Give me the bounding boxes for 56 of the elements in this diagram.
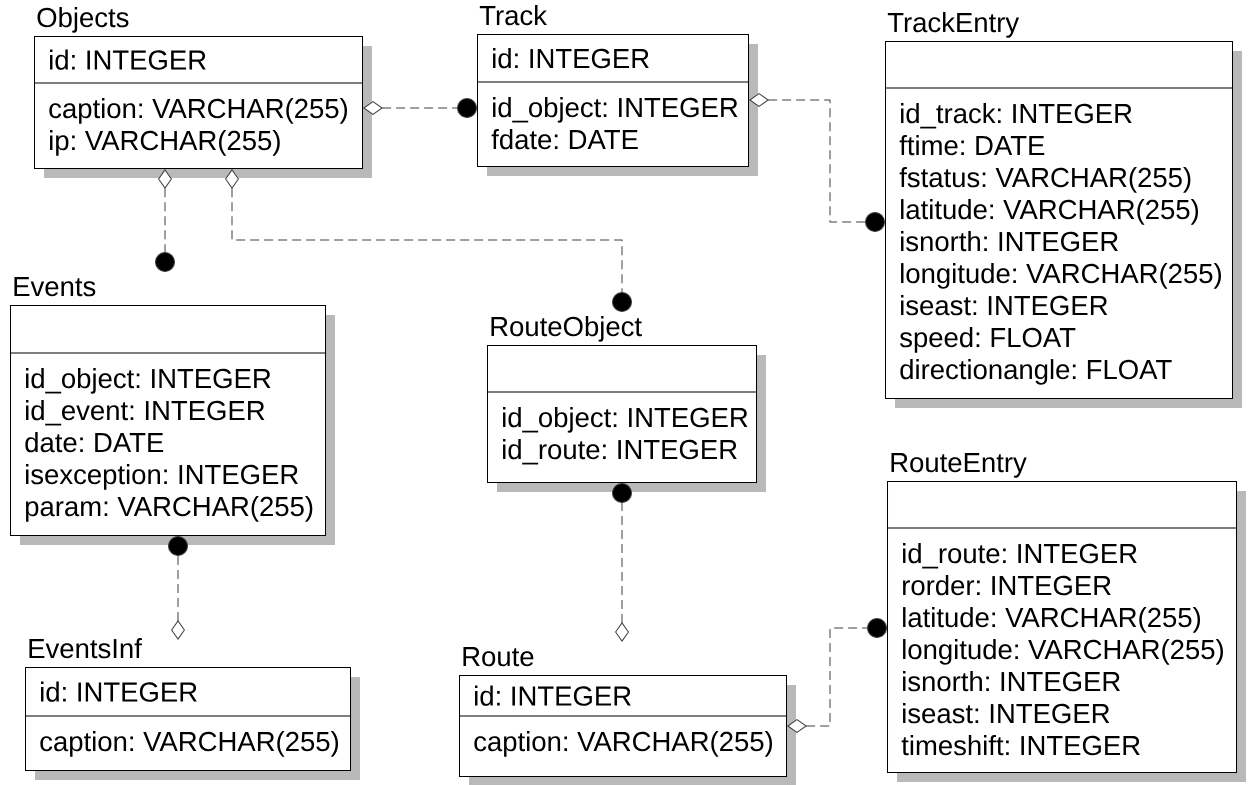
entity-box xyxy=(486,316,766,492)
attribute-field: param: VARCHAR(255) xyxy=(25,496,313,522)
attribute-field: rorder: INTEGER xyxy=(903,575,1111,596)
attribute-field: caption: VARCHAR(255) xyxy=(474,731,773,757)
attribute-field: longitude: VARCHAR(255) xyxy=(903,639,1223,665)
relationship-line xyxy=(155,169,175,272)
attribute-field: caption: VARCHAR(255) xyxy=(49,98,348,124)
entity-box xyxy=(476,5,758,176)
attribute-field: isnorth: INTEGER xyxy=(901,231,1118,252)
key-field: id: INTEGER xyxy=(475,685,631,706)
attribute-field: id_object: INTEGER xyxy=(503,407,748,433)
attribute-field: date: DATE xyxy=(25,432,164,453)
relationship-line xyxy=(225,169,632,312)
entity-name: EventsInf xyxy=(29,638,142,659)
attribute-field: iseast: INTEGER xyxy=(901,295,1108,316)
attribute-field: id_object: INTEGER xyxy=(26,368,271,394)
attribute-field: speed: FLOAT xyxy=(900,327,1076,353)
attribute-field: timeshift: INTEGER xyxy=(901,735,1140,756)
relationship-line xyxy=(168,536,188,640)
entity-box xyxy=(884,12,1242,408)
attribute-field: id_object: INTEGER xyxy=(493,97,738,123)
entity-box xyxy=(24,638,360,780)
attribute-field: ip: VARCHAR(255) xyxy=(50,130,280,156)
entity-box xyxy=(9,277,335,545)
attribute-field: caption: VARCHAR(255) xyxy=(40,731,339,757)
entity-name: Track xyxy=(479,5,547,26)
entity-name: RouteEntry xyxy=(891,453,1027,478)
entity-box xyxy=(886,453,1246,782)
relationship-line xyxy=(787,618,887,733)
entity-name: TrackEntry xyxy=(887,12,1020,38)
attribute-field: latitude: VARCHAR(255) xyxy=(903,607,1201,633)
entity-name: Route xyxy=(463,647,534,667)
attribute-field: id_route: INTEGER xyxy=(503,439,737,465)
relationship-line xyxy=(612,483,632,642)
attribute-field: id_track: INTEGER xyxy=(901,103,1132,129)
entity-name: Objects xyxy=(37,7,129,33)
attribute-field: directionangle: FLOAT xyxy=(900,359,1172,385)
entity-name: Events xyxy=(14,277,96,297)
relationship-line xyxy=(363,98,477,118)
entity-name: RouteObject xyxy=(491,316,642,342)
entity-box xyxy=(458,647,796,785)
attribute-field: longitude: VARCHAR(255) xyxy=(901,263,1221,289)
attribute-field: isexception: INTEGER xyxy=(26,464,298,490)
attribute-field: id_event: INTEGER xyxy=(26,400,265,426)
key-field: id: INTEGER xyxy=(493,48,649,69)
relationship-line xyxy=(749,93,885,232)
attribute-field: id_route: INTEGER xyxy=(903,543,1137,569)
key-field: id: INTEGER xyxy=(50,49,206,70)
entity-box xyxy=(33,7,372,178)
key-field: id: INTEGER xyxy=(41,681,197,702)
attribute-field: isnorth: INTEGER xyxy=(903,671,1120,692)
attribute-field: fstatus: VARCHAR(255) xyxy=(899,167,1191,193)
attribute-field: iseast: INTEGER xyxy=(903,703,1110,724)
attribute-field: latitude: VARCHAR(255) xyxy=(901,199,1199,225)
attribute-field: fdate: DATE xyxy=(491,129,638,150)
attribute-field: ftime: DATE xyxy=(899,135,1045,156)
